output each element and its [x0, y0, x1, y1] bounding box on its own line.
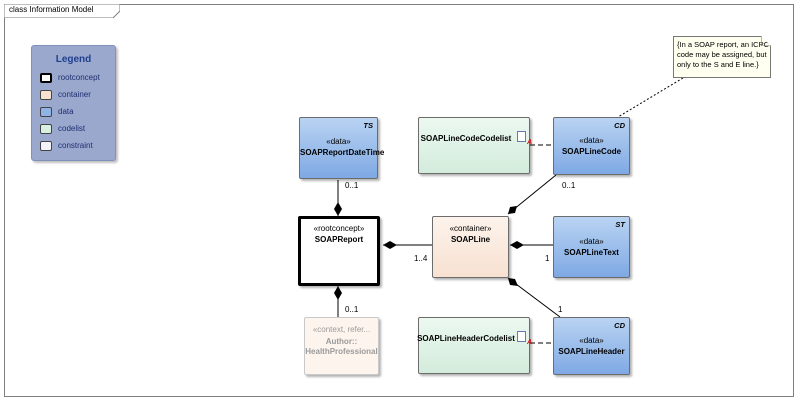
type-tag: TS — [363, 121, 373, 130]
composition-diamond — [334, 286, 342, 300]
multiplicity-label: 0..1 — [345, 305, 359, 314]
legend-item-rootconcept: rootconcept — [40, 73, 112, 85]
class-soaplinecode[interactable]: CD «data» SOAPLineCode — [553, 117, 630, 175]
multiplicity-label: 1 — [545, 254, 550, 263]
multiplicity-label: 0..1 — [345, 181, 359, 190]
class-soapline[interactable]: «container» SOAPLine — [432, 216, 509, 278]
legend-item-container: container — [40, 90, 112, 102]
composition-diamond — [334, 202, 342, 216]
class-soapreportdatetime[interactable]: TS «data» SOAPReportDateTime — [299, 117, 385, 179]
class-name: SOAPLineCode — [561, 147, 622, 156]
multiplicity-label: 1..4 — [414, 254, 428, 263]
multiplicity-label: 0..1 — [562, 181, 576, 190]
legend-item-constraint: constraint — [40, 141, 112, 153]
class-name: Author:: — [325, 337, 358, 346]
diagram-frame — [4, 4, 794, 397]
legend-item-data: data — [40, 107, 112, 119]
class-name: SOAPReport — [314, 235, 364, 244]
composition-diamond — [383, 241, 397, 249]
legend-item-codelist: codelist — [40, 124, 112, 136]
stereotype-label: «rootconcept» — [313, 224, 365, 233]
legend-label: rootconcept — [58, 73, 100, 82]
class-soaplinecodecodelist[interactable]: SOAPLineCodeCodelist A — [418, 117, 532, 174]
edge-note-linecode — [617, 77, 684, 118]
codelist-document-icon: A — [517, 131, 532, 146]
legend-label: constraint — [58, 141, 93, 150]
legend-swatch — [40, 107, 52, 117]
type-tag: CD — [614, 321, 625, 330]
class-name: SOAPLineCodeCodelist — [420, 134, 512, 143]
class-name: HealthProfessional — [305, 347, 378, 356]
class-name: SOAPLineText — [564, 248, 619, 257]
class-soaplineheadercodelist[interactable]: SOAPLineHeaderCodelist A — [417, 317, 532, 374]
legend-title: Legend — [55, 54, 92, 65]
class-name: SOAPReportDateTime — [300, 148, 385, 157]
stereotype-label: «data» — [579, 237, 604, 246]
codelist-document-icon: A — [517, 331, 532, 346]
composition-diamond — [508, 206, 517, 214]
class-name: SOAPLineHeaderCodelist — [417, 334, 515, 343]
class-soapreport[interactable]: «rootconcept» SOAPReport — [298, 216, 380, 286]
class-name: SOAPLineHeader — [558, 347, 625, 356]
legend-swatch — [40, 124, 52, 134]
type-tag: ST — [615, 220, 625, 229]
legend-swatch — [40, 90, 52, 100]
class-name: SOAPLine — [450, 235, 491, 244]
legend: Legend rootconcept container data codeli… — [31, 45, 116, 161]
composition-diamond — [508, 278, 518, 286]
legend-label: codelist — [58, 124, 86, 133]
class-soaplineheader[interactable]: CD «data» SOAPLineHeader — [553, 317, 630, 375]
note-text: {In a SOAP report, an ICPC code may be a… — [677, 40, 769, 69]
stereotype-label: «data» — [326, 137, 351, 146]
frame-tab — [4, 4, 120, 18]
stereotype-label: «container» — [449, 224, 492, 233]
stereotype-label: «context, refer... — [312, 325, 371, 334]
frame-title: class Information Model — [9, 5, 94, 14]
stereotype-label: «data» — [579, 336, 604, 345]
legend-swatch — [40, 73, 52, 83]
legend-swatch — [40, 141, 52, 151]
class-soaplinetext[interactable]: ST «data» SOAPLineText — [553, 216, 630, 278]
legend-label: container — [58, 90, 91, 99]
note-fold-corner — [761, 36, 771, 46]
composition-diamond — [510, 241, 524, 249]
class-author-healthprofessional[interactable]: «context, refer... Author:: HealthProfes… — [304, 317, 379, 375]
stereotype-label: «data» — [579, 136, 604, 145]
legend-label: data — [58, 107, 74, 116]
type-tag: CD — [614, 121, 625, 130]
multiplicity-label: 1 — [558, 305, 563, 314]
constraint-note[interactable]: {In a SOAP report, an ICPC code may be a… — [673, 36, 771, 78]
